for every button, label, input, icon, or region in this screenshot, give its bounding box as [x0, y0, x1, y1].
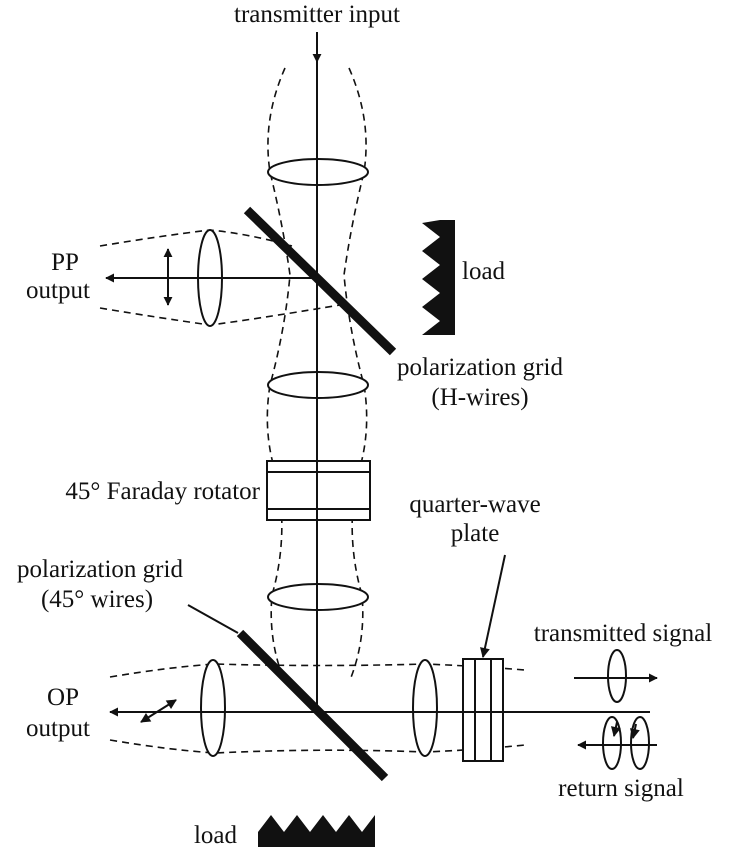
quarter-wave-pointer-arrow: [480, 554, 506, 658]
label-transmitter-input: transmitter input: [234, 1, 400, 28]
lens-right: [412, 659, 438, 757]
grid-45-leader-line: [187, 604, 239, 634]
label-load-bottom: load: [194, 822, 238, 849]
op-polarization-arrow: [140, 699, 177, 723]
label-pp-output-line1: PP: [51, 249, 79, 276]
return-signal-symbol: [577, 716, 657, 770]
label-pp-output-line2: output: [26, 277, 90, 304]
label-grid-45-line2: (45° wires): [41, 586, 153, 613]
label-load-top: load: [462, 258, 506, 285]
label-faraday-rotator: 45° Faraday rotator: [65, 478, 260, 505]
label-return-signal: return signal: [558, 775, 684, 802]
label-grid-45-line1: polarization grid: [17, 556, 183, 583]
op-beam-envelope: [109, 663, 526, 754]
label-grid-h-line2: (H-wires): [431, 384, 528, 411]
lens-op: [200, 659, 226, 757]
faraday-rotator: [266, 460, 371, 521]
label-op-output-line1: OP: [47, 684, 79, 711]
load-top-absorber: [422, 220, 455, 335]
label-quarter-wave-line2: plate: [451, 520, 500, 547]
quarter-wave-plate: [462, 658, 504, 762]
transmitted-signal-symbol: [574, 649, 658, 703]
polarization-grid-h-wires: [243, 206, 397, 356]
load-bottom-absorber: [258, 815, 375, 847]
label-grid-h-line1: polarization grid: [397, 354, 563, 381]
polarization-grid-45-wires: [236, 629, 389, 782]
label-transmitted-signal: transmitted signal: [534, 620, 712, 647]
label-quarter-wave-line1: quarter-wave: [409, 491, 540, 518]
label-op-output-line2: output: [26, 715, 90, 742]
